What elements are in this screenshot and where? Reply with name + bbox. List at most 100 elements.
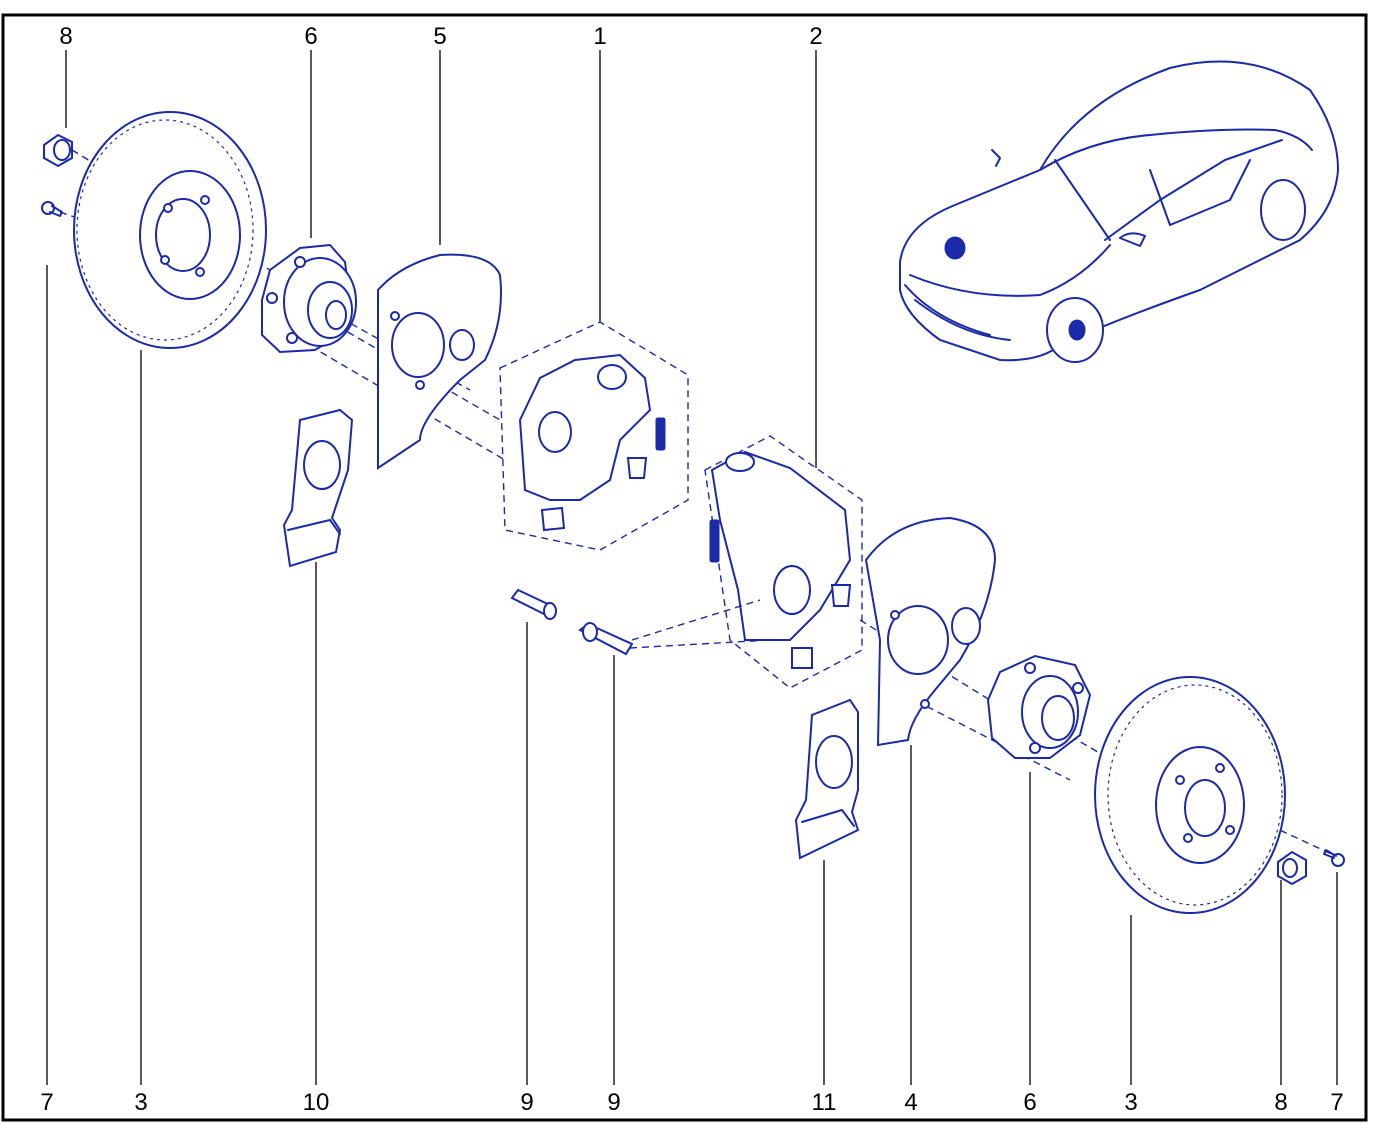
vehicle-side-window <box>1149 159 1251 226</box>
knuckle-right-body <box>710 450 852 641</box>
callout-bottom-7: 4 <box>904 1089 917 1116</box>
hub-bearing-right-race <box>1041 695 1075 741</box>
callout-bottom-9: 3 <box>1124 1089 1137 1116</box>
heat-shield-left-hole <box>303 440 341 490</box>
stud-hole <box>160 255 170 265</box>
brake-disc-right-bore <box>1184 779 1226 837</box>
brake-disc-left-vents <box>76 119 254 341</box>
disc-screw-right <box>1323 849 1345 867</box>
stud-hole <box>163 203 173 213</box>
heat-shield-right-bend <box>801 809 855 827</box>
vehicle-antenna <box>991 149 1001 167</box>
callout-top-5: 2 <box>809 23 822 50</box>
callout-bottom-2: 3 <box>134 1089 147 1116</box>
knuckle-left-bushing <box>626 457 648 479</box>
hub-bearing-left-spline <box>325 300 347 330</box>
dust-shield-right-slot <box>951 607 981 645</box>
callout-bottom-8: 6 <box>1023 1089 1036 1116</box>
hub-nut-right <box>1277 850 1307 886</box>
knuckle-right-nut <box>791 647 813 669</box>
hub-bearing-right <box>986 654 1092 759</box>
flange-bolt-hole <box>1072 682 1084 694</box>
brake-disc-left-bore <box>155 198 211 272</box>
vehicle-window-line <box>1054 139 1283 241</box>
disc-screw-left-shank <box>49 205 63 217</box>
callout-top-1: 8 <box>59 23 72 50</box>
callouts-bottom: 7 3 10 9 9 11 4 6 3 8 7 <box>40 265 1344 1116</box>
callout-bottom-1: 7 <box>40 1089 53 1116</box>
heat-shield-right <box>794 698 860 860</box>
heat-shield-left-bend <box>287 519 341 535</box>
vehicle-grille <box>904 284 1011 341</box>
brake-disc-right-vents <box>1107 684 1283 906</box>
callout-bottom-4: 9 <box>520 1089 533 1116</box>
vehicle-roofline <box>1039 128 1313 171</box>
heat-shield-left <box>282 408 354 568</box>
vehicle-body <box>899 60 1340 362</box>
flange-bolt-hole <box>286 332 298 344</box>
hub-nut-left-face <box>53 139 71 161</box>
hub-bearing-left <box>261 243 357 354</box>
stud-hole <box>1175 775 1185 785</box>
shield-bolt-hole <box>920 699 930 709</box>
stud-hole <box>1183 833 1193 843</box>
dust-shield-left <box>377 253 502 470</box>
knuckle-left-bore <box>538 411 572 453</box>
callout-bottom-5: 9 <box>607 1089 620 1116</box>
dust-shield-right-hole <box>887 605 949 675</box>
disc-screw-left <box>41 201 63 217</box>
dust-shield-right <box>864 516 997 747</box>
callout-bottom-11: 7 <box>1330 1089 1343 1116</box>
brake-disc-left <box>73 111 267 349</box>
callout-bottom-10: 8 <box>1274 1089 1287 1116</box>
callouts-top: 8 6 5 1 2 <box>59 23 823 468</box>
steering-knuckle-right <box>704 435 863 689</box>
callout-top-2: 6 <box>304 23 317 50</box>
stud-hole <box>1215 763 1225 773</box>
knuckle-left-sensor <box>655 417 666 451</box>
hub-nut-left <box>43 133 73 168</box>
vehicle-rear-wheel <box>1260 179 1306 241</box>
dust-shield-left-slot <box>449 329 475 361</box>
callout-top-3: 5 <box>433 23 446 50</box>
knuckle-left-group-outline <box>499 321 689 551</box>
stud-hole <box>200 195 210 205</box>
stud-hole <box>195 267 205 277</box>
knuckle-right-upper-eye <box>725 452 755 472</box>
knuckle-bolt-2-head <box>582 622 598 642</box>
bolt-axis-line <box>629 599 771 649</box>
shield-bolt-hole <box>415 380 425 390</box>
diagram-border <box>1 13 1368 1122</box>
flange-bolt-hole <box>1024 662 1036 674</box>
flange-bolt-hole <box>294 256 306 268</box>
vehicle-hood-line <box>909 244 1111 297</box>
knuckle-bolt-1 <box>510 588 557 620</box>
shield-bolt-hole <box>390 311 400 321</box>
steering-knuckle-left <box>499 321 689 551</box>
knuckle-right-group-outline <box>704 435 863 689</box>
knuckle-right-bore <box>773 565 811 615</box>
callout-bottom-3: 10 <box>303 1089 330 1116</box>
callout-bottom-6: 11 <box>812 1089 837 1116</box>
vehicle-front-wheel-hub-marker <box>1068 319 1086 341</box>
stud-hole <box>1225 825 1235 835</box>
dust-shield-left-hole <box>391 312 445 378</box>
brake-disc-right <box>1094 676 1286 914</box>
disc-screw-right-head <box>1331 853 1345 867</box>
knuckle-bolt-1-head <box>543 602 557 620</box>
knuckle-left-body <box>518 353 652 501</box>
flange-bolt-hole <box>1029 742 1041 754</box>
vehicle-location-marker <box>944 236 966 260</box>
flange-bolt-hole <box>266 292 278 304</box>
knuckle-left-upper-eye <box>597 364 627 390</box>
knuckle-left-nut <box>540 506 566 532</box>
knuckle-right-bushing <box>830 584 852 607</box>
hub-nut-right-face <box>1282 858 1298 878</box>
knuckle-right-sensor <box>709 519 720 563</box>
callout-top-4: 1 <box>593 23 606 50</box>
vehicle-illustration <box>899 60 1340 363</box>
disc-screw-right-shank <box>1323 849 1337 859</box>
heat-shield-right-hole <box>815 735 853 789</box>
